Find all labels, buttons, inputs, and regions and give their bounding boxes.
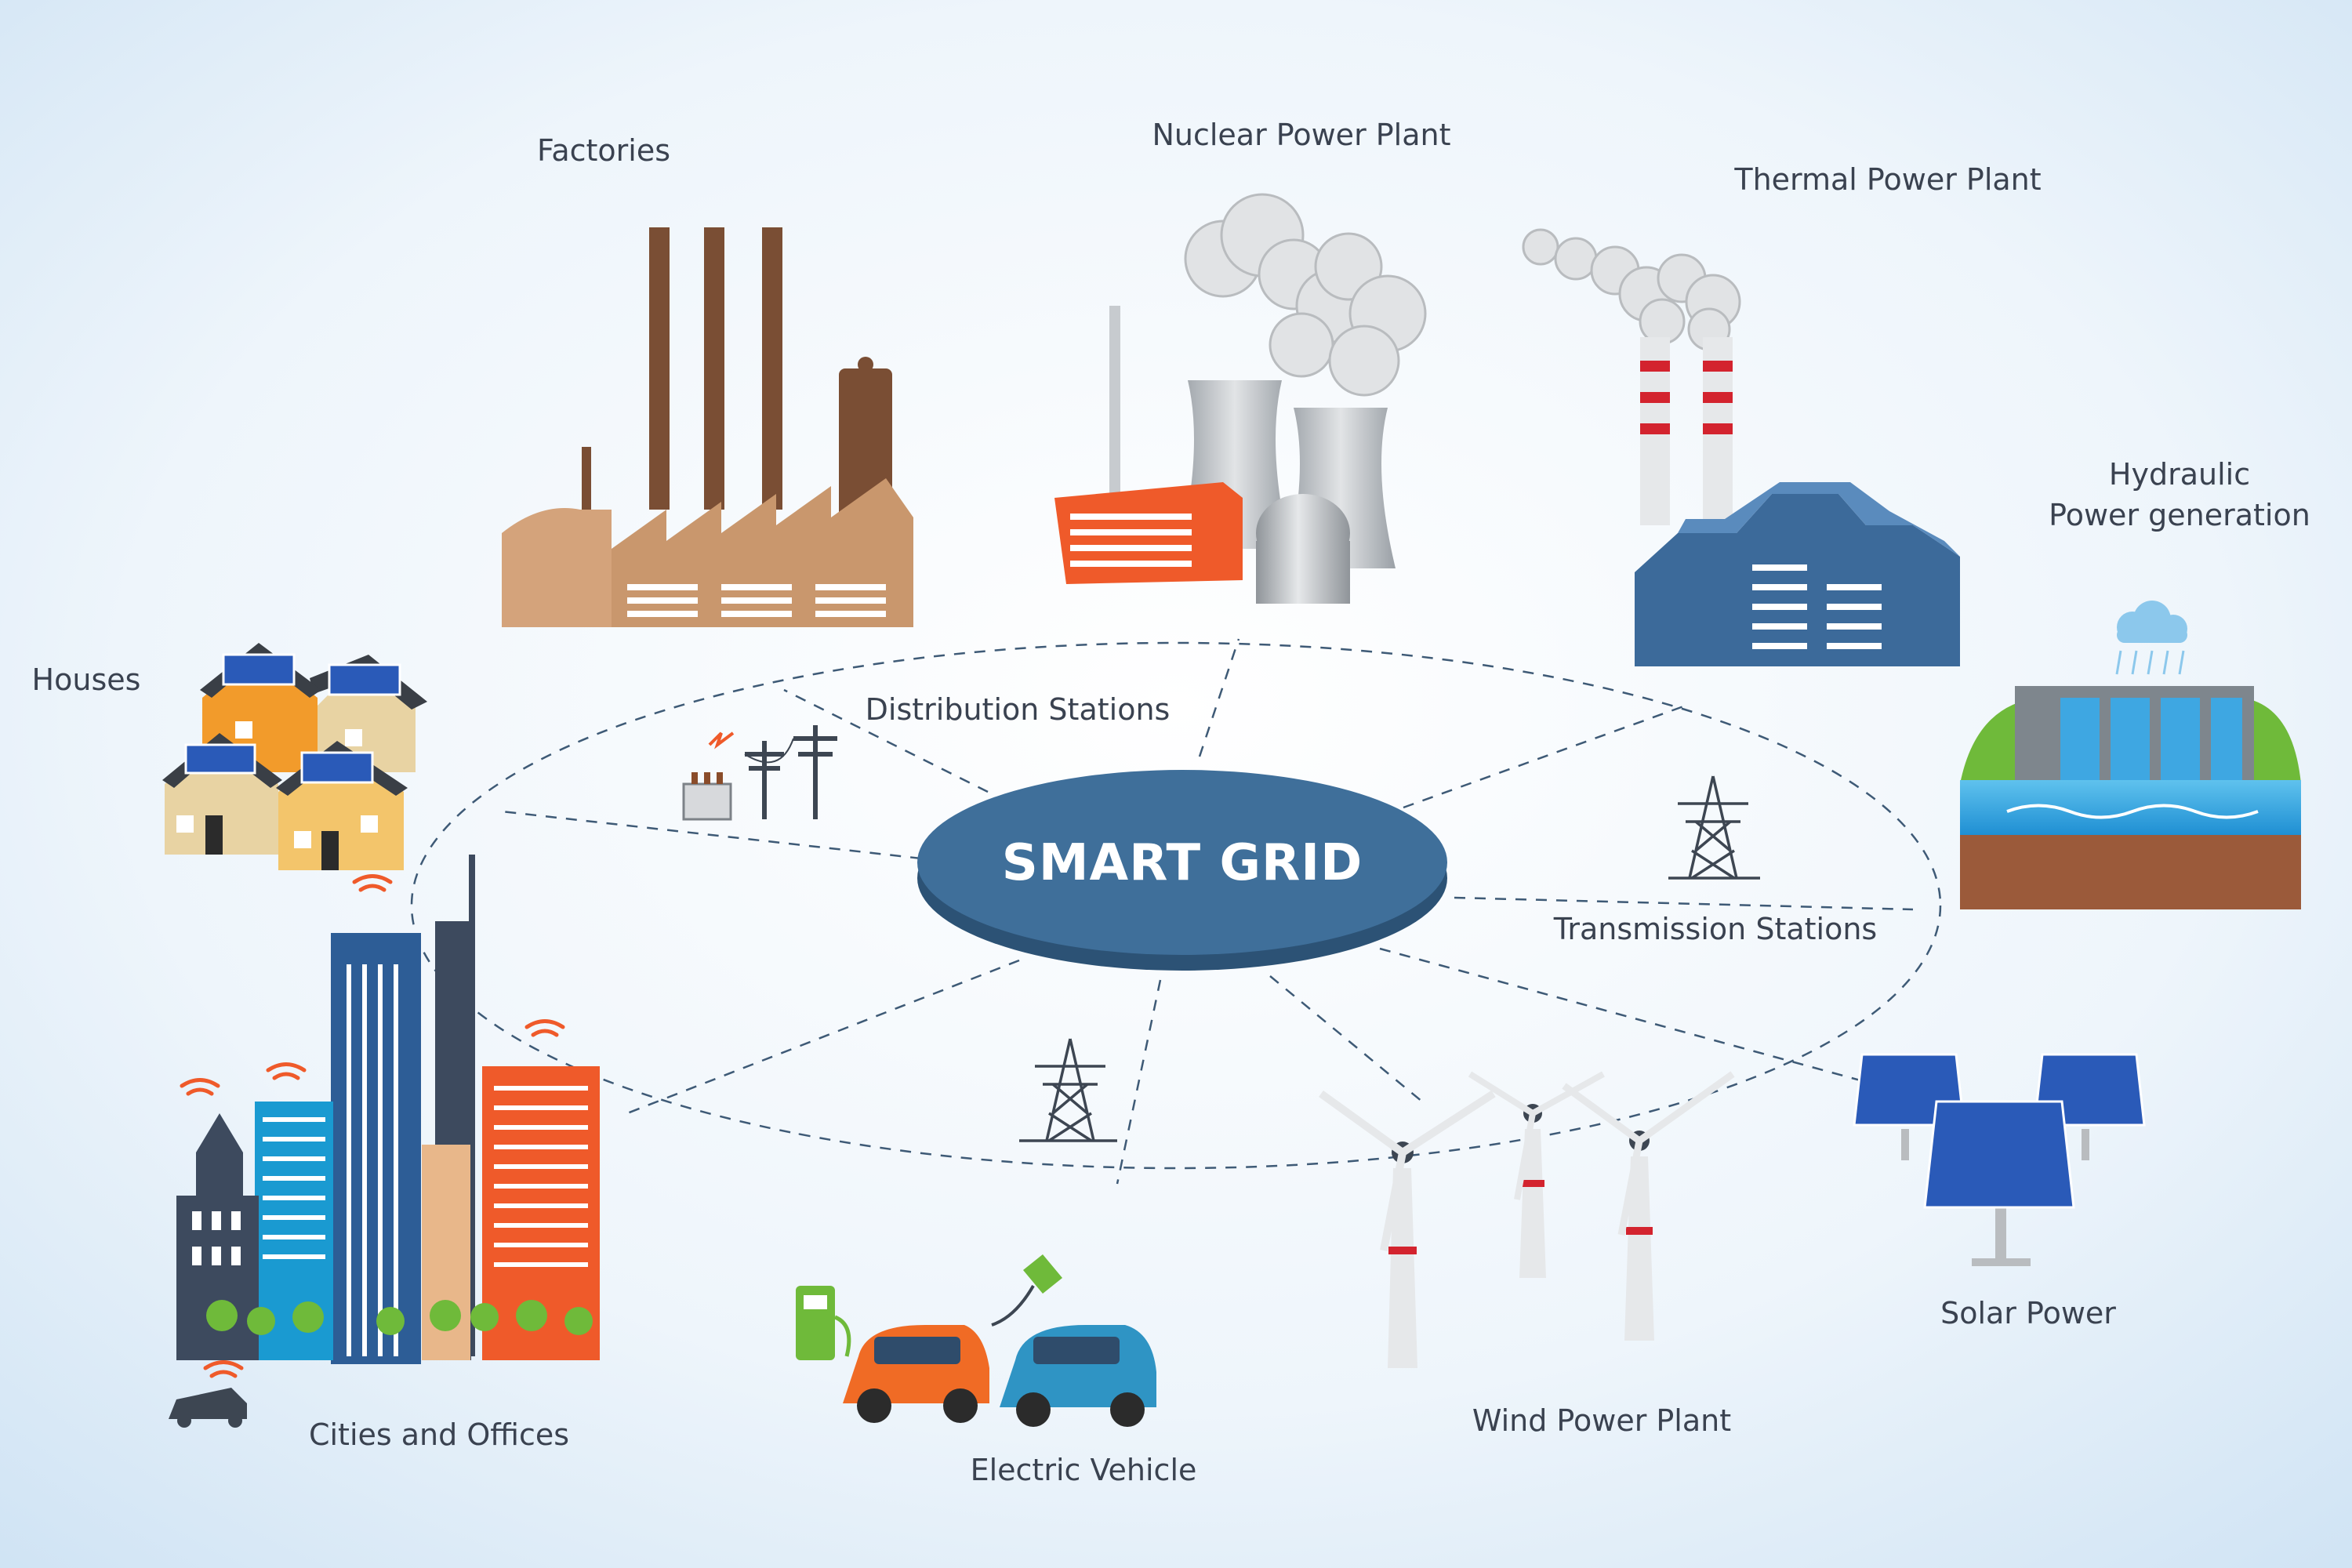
label-hydraulic-line1: Hydraulic — [2109, 457, 2250, 492]
wind-plant-illustration[interactable] — [1319, 1071, 1735, 1368]
exhaust-stack-icon — [1109, 306, 1120, 494]
nuclear-plant-illustration[interactable] — [1054, 193, 1427, 604]
solar-roof-icon — [222, 653, 296, 686]
solar-roof-icon — [184, 743, 256, 775]
utility-pole-icon — [744, 725, 837, 819]
charging-screen-icon — [804, 1295, 827, 1309]
plug-cable-icon — [991, 1285, 1035, 1327]
wheel-icon — [943, 1388, 978, 1423]
rain-icon — [2115, 650, 2185, 675]
hub-top — [917, 770, 1447, 955]
wind-turbine-icon — [1319, 1090, 1496, 1368]
solar-roof-icon — [328, 663, 401, 696]
cities-illustration[interactable] — [169, 855, 600, 1428]
building-windows — [494, 1086, 588, 1267]
transformer-icon — [682, 782, 732, 821]
cloud-icon — [2117, 601, 2187, 643]
house-door — [321, 831, 339, 870]
distribution-station-illustration[interactable] — [682, 725, 837, 821]
link-hydraulic — [1454, 896, 1914, 911]
transmission-tower-icon[interactable] — [1019, 1038, 1117, 1142]
building-icon — [331, 933, 421, 1364]
label-transmission: Transmission Stations — [1553, 912, 1877, 946]
label-hydraulic-line2: Power generation — [2049, 498, 2310, 532]
building-spire — [469, 855, 475, 1356]
solar-roof-icon — [300, 751, 374, 784]
network-connections — [410, 638, 1942, 1185]
electric-vehicle-illustration[interactable] — [796, 1254, 1156, 1427]
factory-windows — [627, 584, 886, 617]
wifi-icon — [180, 874, 565, 1378]
tank-top-icon — [858, 357, 873, 372]
plug-icon — [1023, 1254, 1062, 1294]
factories-illustration[interactable] — [502, 227, 913, 627]
link-houses — [501, 810, 922, 860]
steam-cloud-icon — [1184, 193, 1427, 397]
thermal-plant-illustration[interactable] — [1522, 228, 1960, 666]
label-wind: Wind Power Plant — [1472, 1403, 1731, 1438]
label-thermal: Thermal Power Plant — [1733, 162, 2041, 197]
water-waves — [2006, 804, 2259, 819]
tree-icon — [206, 1300, 593, 1335]
chimney-icon — [762, 227, 782, 510]
wheel-icon — [1110, 1392, 1145, 1427]
smoke-icon — [1522, 228, 1741, 351]
spark-icon — [708, 731, 735, 750]
car-window-icon — [1033, 1337, 1120, 1364]
link-nuclear — [1198, 638, 1240, 757]
smart-grid-hub[interactable]: SMART GRID — [917, 770, 1447, 971]
car-icon — [169, 1388, 247, 1428]
houses-illustration[interactable] — [162, 643, 427, 870]
charging-cable-icon — [833, 1315, 851, 1357]
link-solar — [1379, 947, 1867, 1083]
label-solar: Solar Power — [1940, 1296, 2116, 1330]
water-body — [1960, 780, 2301, 835]
chimney-icon — [704, 227, 724, 510]
reactor-base-icon — [1256, 541, 1350, 604]
link-wind — [1269, 975, 1428, 1106]
dam-gates — [2060, 698, 2242, 792]
solar-panel-icon — [1923, 1100, 2075, 1266]
building-icon — [176, 1113, 259, 1360]
solar-plant-illustration[interactable] — [1853, 1053, 2146, 1266]
house-windows — [176, 721, 378, 848]
factory-side-building — [502, 508, 612, 627]
wind-turbine-icon — [1468, 1071, 1605, 1278]
hydraulic-plant-illustration[interactable] — [1960, 601, 2301, 909]
grid-ring — [410, 641, 1942, 1170]
link-thermal — [1403, 704, 1686, 809]
wheel-icon — [1016, 1392, 1051, 1427]
building-stripes — [347, 964, 398, 1356]
chimney-icon — [649, 227, 670, 510]
label-factories: Factories — [537, 133, 670, 168]
wheel-icon — [857, 1388, 891, 1423]
label-houses: Houses — [32, 662, 141, 697]
house-door — [205, 815, 223, 855]
link-ev — [1116, 979, 1162, 1185]
wind-turbine-icon — [1562, 1071, 1735, 1341]
link-factories — [783, 688, 989, 793]
label-cities: Cities and Offices — [309, 1417, 569, 1452]
thermal-building-top — [1678, 482, 1960, 557]
stack-stripes — [1640, 361, 1733, 434]
insulator-icon — [691, 772, 723, 784]
link-cities — [626, 959, 1020, 1115]
labels: Factories Nuclear Power Plant Thermal Po… — [32, 118, 2310, 1487]
label-nuclear: Nuclear Power Plant — [1152, 118, 1450, 152]
car-window-icon — [874, 1337, 960, 1364]
transmission-tower-icon[interactable] — [1668, 775, 1760, 880]
label-distribution: Distribution Stations — [866, 692, 1171, 727]
label-ev: Electric Vehicle — [971, 1453, 1197, 1487]
earth-layer — [1960, 835, 2301, 909]
thermal-windows — [1752, 564, 1882, 649]
small-chimney-icon — [582, 447, 591, 510]
hub-title: SMART GRID — [1002, 834, 1363, 892]
building-stripes — [263, 1117, 325, 1259]
building-windows — [192, 1211, 241, 1265]
reactor-windows — [1070, 514, 1192, 567]
